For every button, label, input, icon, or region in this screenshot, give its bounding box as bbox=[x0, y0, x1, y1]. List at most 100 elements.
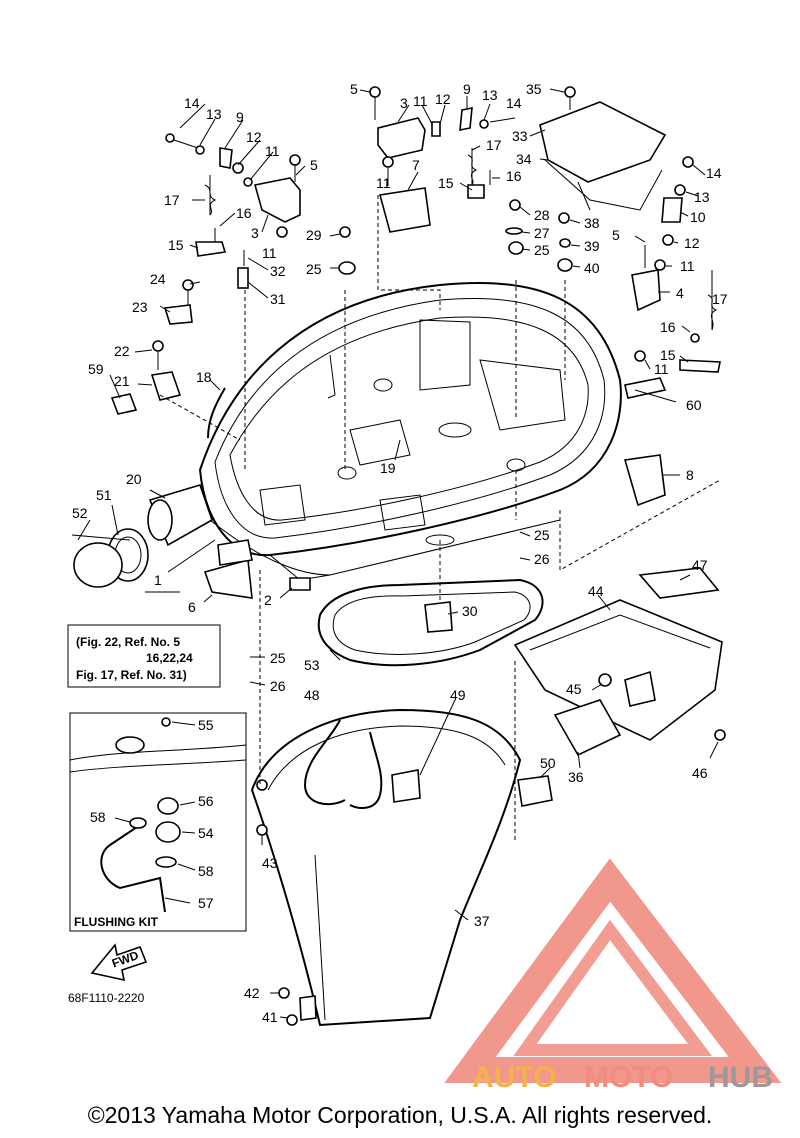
label-1: 1 bbox=[154, 572, 162, 588]
label-60: 60 bbox=[686, 397, 702, 413]
label-8: 8 bbox=[686, 467, 694, 483]
label-34: 34 bbox=[516, 151, 532, 167]
leader-lines bbox=[77, 88, 719, 1019]
label-16b: 16 bbox=[506, 168, 522, 184]
label-22: 22 bbox=[114, 343, 130, 359]
label-15c: 15 bbox=[660, 347, 676, 363]
label-52: 52 bbox=[72, 505, 88, 521]
label-11d: 11 bbox=[413, 93, 428, 109]
label-12c: 12 bbox=[684, 235, 700, 251]
label-11e: 11 bbox=[680, 258, 695, 274]
right-bracket-cluster bbox=[623, 156, 721, 507]
label-5b: 5 bbox=[350, 81, 358, 97]
label-10: 10 bbox=[690, 209, 706, 225]
label-4: 4 bbox=[676, 285, 684, 301]
label-47: 47 bbox=[692, 557, 708, 573]
label-41: 41 bbox=[262, 1009, 278, 1025]
label-11: 11 bbox=[265, 143, 280, 159]
label-36: 36 bbox=[568, 769, 584, 785]
label-18: 18 bbox=[196, 369, 212, 385]
label-2: 2 bbox=[264, 592, 272, 608]
label-12: 12 bbox=[246, 129, 262, 145]
reference-note-line1: (Fig. 22, Ref. No. 5 bbox=[76, 635, 180, 649]
label-28: 28 bbox=[534, 207, 550, 223]
label-13c: 13 bbox=[694, 189, 710, 205]
label-59: 59 bbox=[88, 361, 104, 377]
label-39: 39 bbox=[584, 238, 600, 254]
label-19: 19 bbox=[380, 460, 396, 476]
label-29: 29 bbox=[306, 227, 322, 243]
label-42: 42 bbox=[244, 985, 260, 1001]
automotohub-logo: AUTO MOTO HUB bbox=[444, 858, 782, 1094]
label-44: 44 bbox=[588, 583, 604, 599]
label-13b: 13 bbox=[482, 87, 498, 103]
fwd-arrow: FWD bbox=[90, 943, 148, 982]
label-14b: 14 bbox=[506, 95, 522, 111]
label-16: 16 bbox=[236, 205, 252, 221]
label-30: 30 bbox=[462, 603, 478, 619]
label-11f: 11 bbox=[654, 361, 669, 377]
flushing-kit-label: FLUSHING KIT bbox=[74, 915, 159, 929]
part-labels: 1 2 3 3 4 5 5 5 6 7 8 9 9 10 11 11 11 11… bbox=[72, 81, 728, 1025]
label-15b: 15 bbox=[438, 175, 454, 191]
left-side-parts bbox=[71, 279, 311, 599]
label-14: 14 bbox=[184, 95, 200, 111]
label-12b: 12 bbox=[435, 91, 451, 107]
label-51: 51 bbox=[96, 487, 112, 503]
label-17b: 17 bbox=[486, 137, 502, 153]
left-bracket-cluster bbox=[165, 133, 301, 289]
label-9: 9 bbox=[236, 109, 244, 125]
label-37: 37 bbox=[474, 913, 490, 929]
watermark-auto: AUTO bbox=[472, 1061, 556, 1094]
label-11c: 11 bbox=[376, 175, 391, 191]
label-40: 40 bbox=[584, 260, 600, 276]
reference-note-line2: 16,22,24 bbox=[146, 651, 193, 665]
label-20: 20 bbox=[126, 471, 142, 487]
label-33: 33 bbox=[512, 128, 528, 144]
label-54: 54 bbox=[198, 825, 214, 841]
label-53: 53 bbox=[304, 657, 320, 673]
flushing-kit-inset bbox=[69, 712, 247, 932]
label-43: 43 bbox=[262, 855, 278, 871]
label-46: 46 bbox=[692, 765, 708, 781]
copyright-notice: ©2013 Yamaha Motor Corporation, U.S.A. A… bbox=[87, 1102, 713, 1128]
exploded-parts-diagram: AUTO MOTO HUB bbox=[67, 81, 782, 1094]
label-25c: 25 bbox=[534, 527, 550, 543]
seal-and-gasket bbox=[317, 578, 544, 667]
label-45: 45 bbox=[566, 681, 582, 697]
label-31: 31 bbox=[270, 291, 286, 307]
label-14c: 14 bbox=[706, 165, 722, 181]
label-17c: 17 bbox=[712, 291, 728, 307]
label-56: 56 bbox=[198, 793, 214, 809]
label-25: 25 bbox=[306, 261, 322, 277]
label-58b: 58 bbox=[198, 863, 214, 879]
diagram-code: 68F1110-2220 bbox=[68, 991, 145, 1005]
label-50: 50 bbox=[540, 755, 556, 771]
label-5c: 5 bbox=[612, 227, 620, 243]
center-bracket-cluster bbox=[369, 86, 516, 233]
label-24: 24 bbox=[150, 271, 166, 287]
label-16c: 16 bbox=[660, 319, 676, 335]
label-58: 58 bbox=[90, 809, 106, 825]
label-3: 3 bbox=[251, 225, 259, 241]
lower-cowling bbox=[250, 699, 522, 1027]
label-17: 17 bbox=[164, 192, 180, 208]
label-6: 6 bbox=[188, 599, 196, 615]
watermark-moto: MOTO bbox=[584, 1061, 673, 1094]
label-26: 26 bbox=[534, 551, 550, 567]
bottom-cowling bbox=[198, 281, 622, 581]
label-15: 15 bbox=[168, 237, 184, 253]
label-57: 57 bbox=[198, 895, 214, 911]
label-49: 49 bbox=[450, 687, 466, 703]
label-38: 38 bbox=[584, 215, 600, 231]
label-5: 5 bbox=[310, 157, 318, 173]
label-48: 48 bbox=[304, 687, 320, 703]
label-11b: 11 bbox=[262, 245, 277, 261]
label-32: 32 bbox=[270, 263, 286, 279]
label-25b: 25 bbox=[534, 242, 550, 258]
label-55: 55 bbox=[198, 717, 214, 733]
reference-note-line3: Fig. 17, Ref. No. 31) bbox=[76, 668, 187, 682]
guide-lines bbox=[159, 195, 721, 840]
right-top-bracket bbox=[338, 86, 667, 275]
label-26b: 26 bbox=[270, 678, 286, 694]
